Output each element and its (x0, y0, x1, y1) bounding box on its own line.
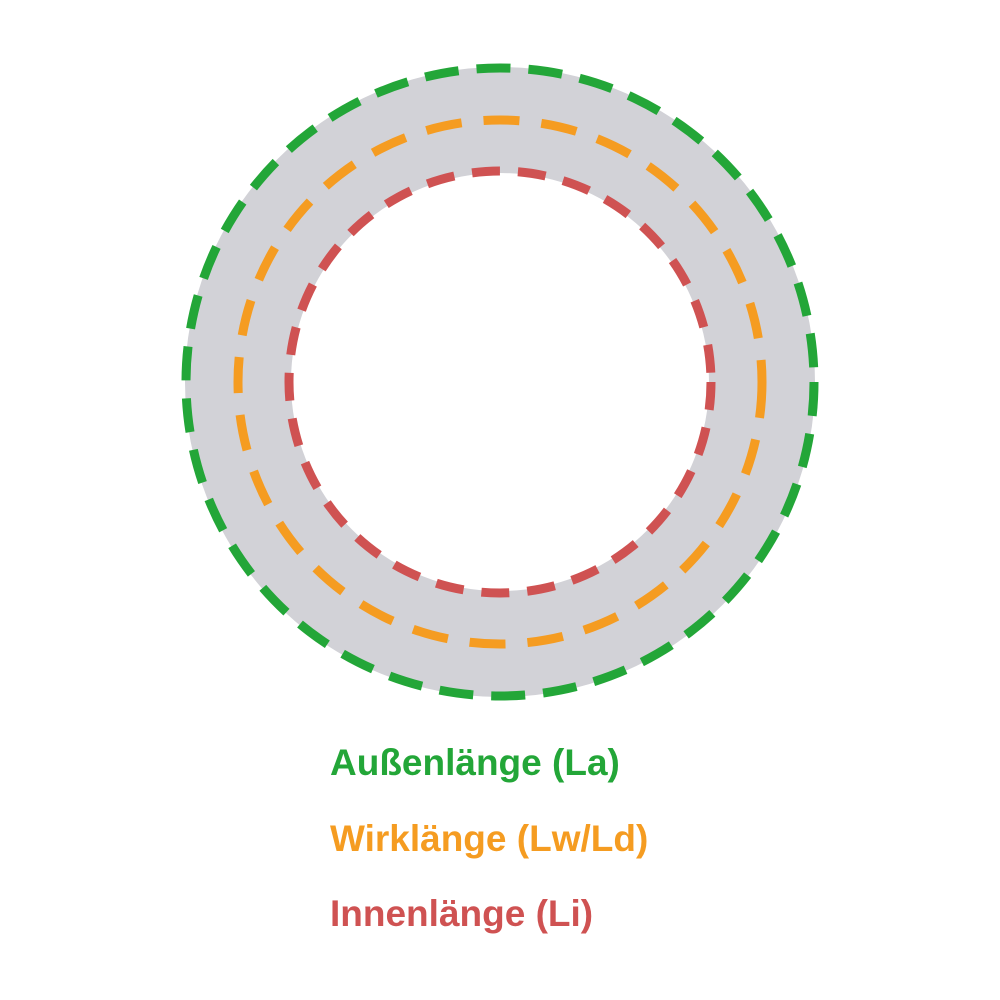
inner-length-label: Innenlänge (Li) (330, 893, 593, 934)
effective-length-label: Wirklänge (Lw/Ld) (330, 818, 648, 859)
inner-length-circle (284, 166, 716, 598)
effective-length-circle (233, 115, 767, 649)
outer-length-label: Außenlänge (La) (330, 742, 620, 783)
outer-length-circle (181, 63, 819, 701)
